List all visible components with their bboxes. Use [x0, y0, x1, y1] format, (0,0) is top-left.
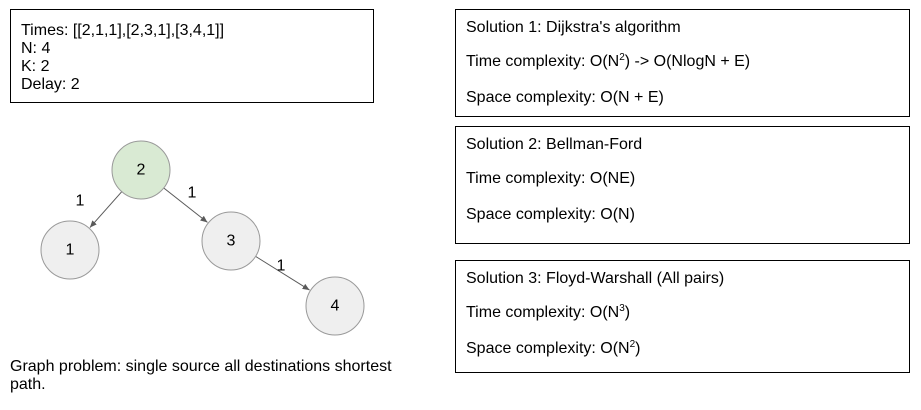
graph-diagram: 1 1 1 2 1 3 4 — [40, 140, 365, 336]
node-circle — [111, 140, 171, 200]
edge-3-4 — [255, 255, 310, 291]
node-circle — [305, 276, 365, 336]
solution-box-2: Solution 2: Bellman-Ford Time complexity… — [455, 126, 910, 244]
space-exponent: 2 — [629, 339, 636, 350]
solution-title: Solution 2: Bellman-Ford — [466, 136, 643, 153]
edge-weight-3-4: 1 — [277, 258, 286, 275]
node-label: 4 — [331, 298, 340, 315]
space-complexity: Space complexity: O(N) — [466, 206, 899, 224]
space-complexity: Space complexity: O(N2) — [466, 340, 899, 358]
time-complexity: Time complexity: O(N2) -> O(NlogN + E) — [466, 53, 899, 71]
space-prefix: Space complexity: O(N — [466, 340, 630, 357]
graph-node-4: 4 — [305, 276, 365, 336]
input-n: N: 4 — [21, 40, 51, 57]
node-label: 3 — [227, 233, 236, 250]
time-prefix: Time complexity: O(N — [466, 304, 620, 321]
input-k: K: 2 — [21, 58, 50, 75]
input-times: Times: [[2,1,1],[2,3,1],[3,4,1]] — [21, 22, 225, 39]
time-suffix: ) -> O(NlogN + E) — [624, 53, 751, 70]
solution-title: Solution 1: Dijkstra's algorithm — [466, 19, 681, 36]
space-prefix: Space complexity: O(N + E) — [466, 89, 664, 106]
node-label: 2 — [137, 162, 146, 179]
space-prefix: Space complexity: O(N) — [466, 206, 635, 223]
graph-node-3: 3 — [201, 211, 261, 271]
node-circle — [201, 211, 261, 271]
node-label: 1 — [66, 242, 75, 259]
time-suffix: ) — [624, 304, 631, 321]
input-delay: Delay: 2 — [21, 76, 80, 93]
solution-title: Solution 3: Floyd-Warshall (All pairs) — [466, 270, 725, 287]
time-exponent: 2 — [619, 52, 625, 63]
solution-box-3: Solution 3: Floyd-Warshall (All pairs) T… — [455, 260, 910, 373]
time-complexity: Time complexity: O(NE) — [466, 170, 899, 188]
node-circle — [40, 220, 100, 280]
solution-box-1: Solution 1: Dijkstra's algorithm Time co… — [455, 9, 910, 117]
graph-caption: Graph problem: single source all destina… — [10, 358, 392, 393]
edge-2-1 — [89, 191, 123, 228]
time-complexity: Time complexity: O(N3) — [466, 304, 899, 322]
space-complexity: Space complexity: O(N + E) — [466, 89, 899, 107]
graph-node-1: 1 — [40, 220, 100, 280]
graph-node-2: 2 — [111, 140, 171, 200]
edge-weight-2-3: 1 — [188, 185, 197, 202]
time-prefix: Time complexity: O(NE) — [466, 170, 636, 187]
time-exponent: 3 — [619, 303, 625, 314]
time-prefix: Time complexity: O(N — [466, 53, 620, 70]
input-box: Times: [[2,1,1],[2,3,1],[3,4,1]] N: 4 K:… — [10, 9, 374, 103]
edge-2-3 — [163, 187, 208, 223]
edge-weight-2-1: 1 — [76, 193, 85, 210]
space-suffix: ) — [635, 340, 641, 357]
